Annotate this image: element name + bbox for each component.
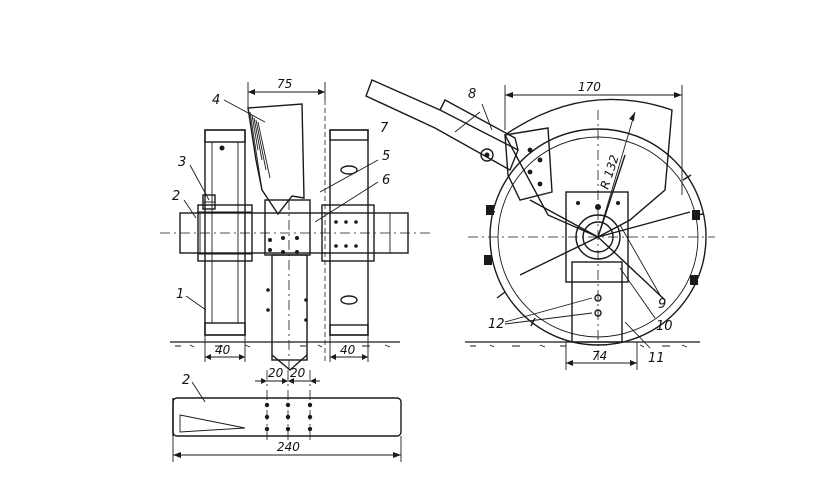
dim-r132: R 132	[598, 153, 622, 191]
leader-lines-left	[183, 99, 379, 311]
callout-labels: 4 3 2 1 5 6 7 8 9 10 11 12 2	[172, 87, 673, 388]
dim-170: 170	[578, 80, 601, 94]
callout-8: 8	[468, 87, 476, 102]
right-wheel	[321, 129, 375, 336]
dimension-labels: 75 40 40 170 R 132 74 20 20 240	[215, 77, 622, 454]
callout-7: 7	[380, 121, 389, 136]
dimension-75	[247, 82, 326, 108]
side-coulter	[504, 98, 673, 238]
callout-2-detail: 2	[182, 373, 190, 388]
hub-plate	[565, 191, 629, 343]
radius-132	[597, 111, 636, 238]
dim-75: 75	[277, 77, 292, 91]
dimension-170	[504, 85, 683, 195]
axle	[160, 212, 430, 254]
callout-2: 2	[172, 189, 180, 204]
dim-240: 240	[277, 440, 300, 454]
leader-lines-right	[481, 103, 661, 349]
left-wheel	[197, 129, 253, 336]
callout-9: 9	[658, 297, 666, 312]
callout-12: 12	[488, 317, 505, 332]
dim-74: 74	[592, 349, 607, 363]
dim-20-b: 20	[290, 366, 306, 380]
coulter-blade	[247, 100, 326, 371]
callout-6: 6	[382, 173, 390, 188]
side-view	[365, 79, 715, 370]
dimension-74	[565, 342, 638, 370]
soil-line-left	[170, 341, 400, 348]
arm-assembly	[365, 79, 553, 201]
side-wheel	[468, 110, 715, 360]
front-view	[160, 82, 430, 371]
dimension-40-left	[204, 335, 246, 362]
callout-5: 5	[382, 149, 390, 164]
dim-40-right: 40	[340, 343, 356, 357]
axle-detail	[172, 370, 402, 462]
dim-20-a: 20	[268, 366, 284, 380]
dim-40-left: 40	[215, 343, 231, 357]
callout-1: 1	[176, 287, 184, 302]
callout-3: 3	[178, 155, 186, 170]
callout-11: 11	[648, 351, 665, 366]
callout-10: 10	[656, 319, 673, 334]
callout-4: 4	[212, 93, 220, 108]
dimension-40-right	[329, 335, 369, 362]
